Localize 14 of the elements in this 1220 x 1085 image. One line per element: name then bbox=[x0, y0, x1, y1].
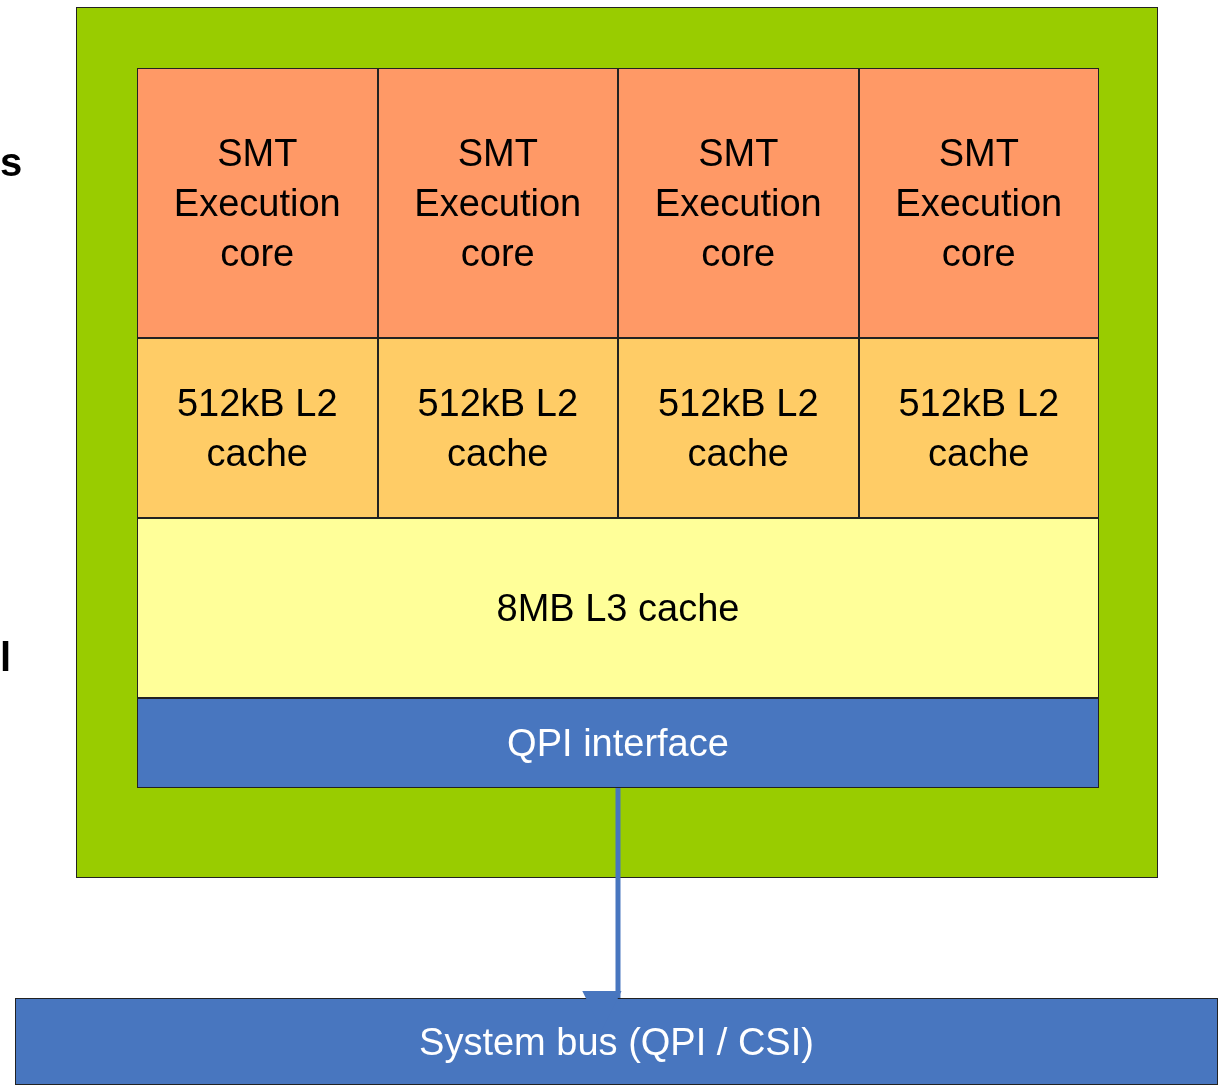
cache-block: 512kB L2 cache bbox=[137, 338, 378, 518]
core-block: SMT Execution core bbox=[137, 68, 378, 338]
cache-block: 512kB L2 cache bbox=[377, 338, 618, 518]
cache-block: 512kB L2 cache bbox=[618, 338, 859, 518]
core-block: SMT Execution core bbox=[618, 68, 859, 338]
cache-block: 8MB L3 cache bbox=[137, 518, 1099, 698]
cropped-text: s bbox=[0, 140, 23, 185]
core-block: SMT Execution core bbox=[858, 68, 1099, 338]
bus-bar: System bus (QPI / CSI) bbox=[15, 998, 1218, 1085]
core-block: SMT Execution core bbox=[377, 68, 618, 338]
cache-block: 512kB L2 cache bbox=[858, 338, 1099, 518]
cropped-text: l bbox=[0, 635, 12, 680]
chip-package bbox=[76, 7, 1158, 878]
interface-bar: QPI interface bbox=[137, 698, 1099, 788]
